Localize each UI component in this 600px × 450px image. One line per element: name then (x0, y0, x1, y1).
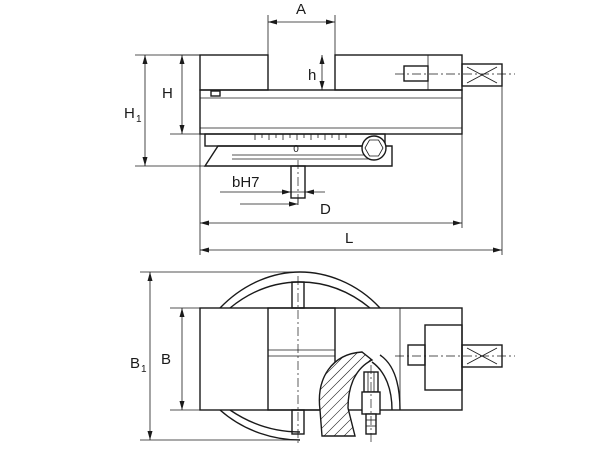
swivel-base-plate (203, 145, 393, 167)
dim-B1-label: B (130, 355, 140, 372)
vise-body (199, 89, 463, 135)
dim-H-label: H (162, 85, 173, 102)
movable-jaw (334, 54, 463, 91)
screw-collar (403, 65, 429, 82)
plan-view (199, 271, 515, 444)
dim-B1-subscript: 1 (141, 364, 147, 375)
dim-A-label: A (296, 1, 306, 18)
dim-L-label: L (345, 230, 353, 247)
swivel-base-outline (219, 271, 381, 309)
screw-square-end (461, 63, 503, 87)
dim-B-label: B (161, 351, 171, 368)
dim-H1-subscript: 1 (136, 114, 142, 125)
front-elevation-view: 0 (199, 54, 515, 205)
dim-bH7-label: bH7 (232, 174, 260, 191)
dim-h-label: h (308, 67, 316, 84)
scale-ticks (254, 134, 347, 140)
plan-view-dimensions: B B 1 (130, 271, 300, 441)
fixed-jaw (199, 54, 269, 91)
scale-zero-label: 0 (293, 144, 299, 155)
dim-H1-label: H (124, 105, 135, 122)
oil-slot (210, 90, 221, 97)
front-view-dimensions: A h H H 1 bH7 D (124, 1, 503, 255)
dim-D-label: D (320, 201, 331, 218)
